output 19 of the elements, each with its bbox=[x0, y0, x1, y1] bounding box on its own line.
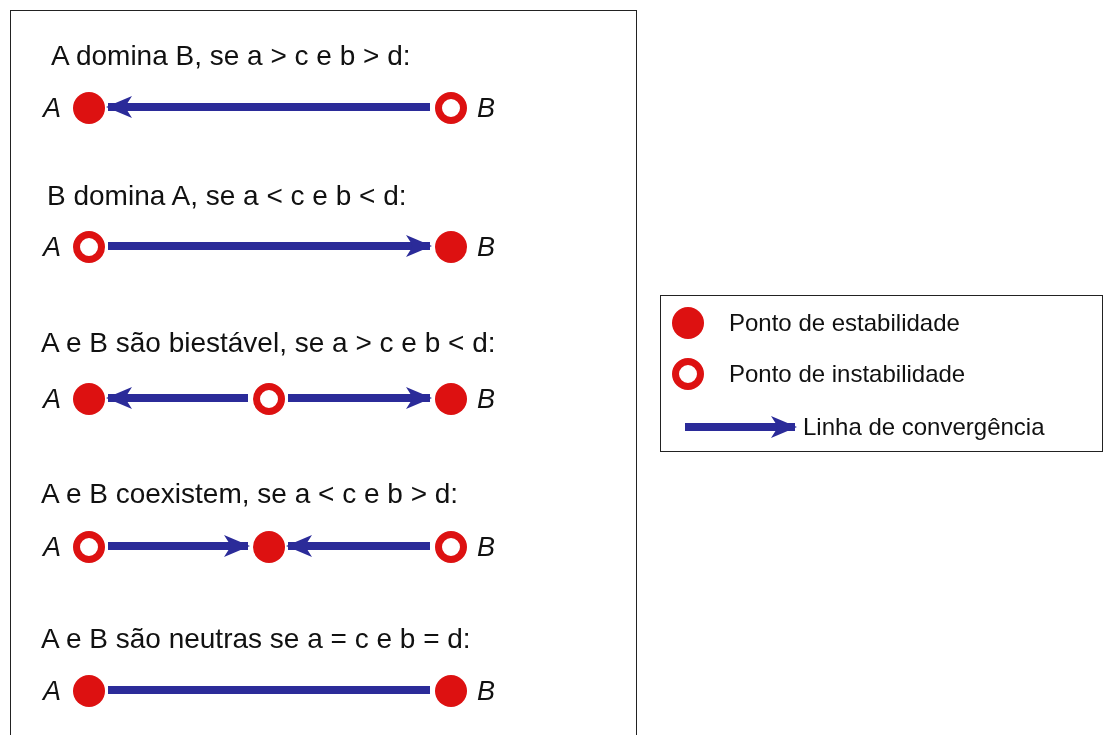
condition-text: A e B coexistem, se a < c e b > d: bbox=[41, 478, 459, 510]
legend-text: Linha de convergência bbox=[803, 413, 1045, 441]
point-label: A bbox=[43, 384, 61, 414]
legend-text: Ponto de instabilidade bbox=[729, 360, 966, 388]
condition-text: A e B são neutras se a = c e b = d: bbox=[41, 623, 471, 655]
point-label: B bbox=[477, 384, 495, 414]
condition-text: A e B são biestável, se a > c e b < d: bbox=[41, 327, 496, 359]
frame-box bbox=[10, 10, 637, 735]
point-label: A bbox=[43, 532, 61, 562]
point-label: B bbox=[477, 232, 495, 262]
point-label: A bbox=[43, 93, 61, 123]
legend-text: Ponto de estabilidade bbox=[729, 309, 960, 337]
condition-text: A domina B, se a > c e b > d: bbox=[51, 40, 411, 72]
point-label: A bbox=[43, 676, 61, 706]
point-label: A bbox=[43, 232, 61, 262]
point-label: B bbox=[477, 676, 495, 706]
point-label: B bbox=[477, 532, 495, 562]
point-label: B bbox=[477, 93, 495, 123]
condition-text: B domina A, se a < c e b < d: bbox=[47, 180, 407, 212]
